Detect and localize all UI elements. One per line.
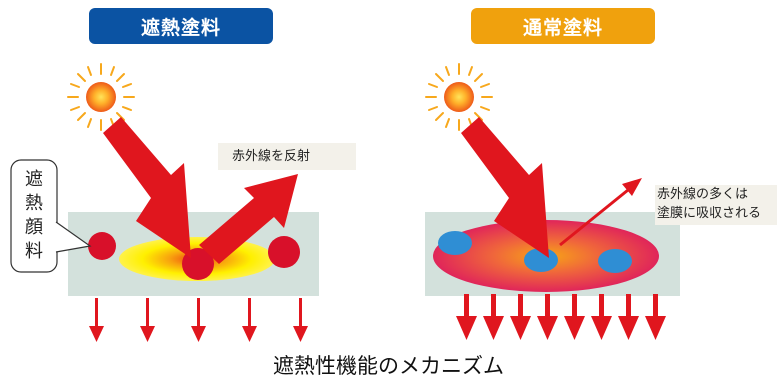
left-reflected-arrow — [199, 174, 298, 264]
down-arrow — [564, 294, 585, 340]
reflect-infrared-note: 赤外線を反射 — [232, 149, 311, 164]
pigment-callout-bubble — [10, 159, 92, 273]
callout-char: 遮 — [25, 169, 43, 190]
pigment-blue-3 — [598, 249, 632, 273]
down-arrow — [483, 294, 504, 340]
callout-char: 顔 — [25, 217, 43, 238]
pigment-callout-label: 遮 熱 顔 料 — [11, 160, 57, 272]
left-heat-arrows — [89, 298, 308, 342]
down-arrow — [242, 298, 257, 342]
callout-char: 料 — [25, 241, 43, 262]
pigment-red-1 — [88, 232, 116, 260]
right-heat-arrows — [456, 294, 666, 340]
left-incoming-arrow — [103, 117, 191, 258]
absorb-infrared-note: 赤外線の多くは 塗膜に吸収される — [655, 185, 777, 225]
absorb-note-line1: 赤外線の多くは — [657, 187, 749, 202]
normal-paint-badge: 通常塗料 — [471, 8, 655, 44]
down-arrow — [645, 294, 666, 340]
pigment-blue-1 — [438, 231, 472, 255]
callout-char: 熱 — [25, 193, 43, 214]
down-arrow — [89, 298, 104, 342]
right-sun-icon — [425, 63, 493, 131]
left-note-box — [218, 143, 356, 170]
absorb-note-line2: 塗膜に吸収される — [657, 206, 762, 221]
right-note-box — [655, 185, 777, 225]
down-arrow — [293, 298, 308, 342]
down-arrow — [191, 298, 206, 342]
right-incoming-arrow — [461, 117, 549, 258]
pigment-red-3 — [268, 236, 300, 268]
pigment-blue-2 — [524, 248, 558, 272]
down-arrow — [140, 298, 155, 342]
heat-shield-paint-badge: 遮熱塗料 — [89, 8, 273, 44]
diagram-caption: 遮熱性機能のメカニズム — [273, 354, 504, 378]
down-arrow — [510, 294, 531, 340]
down-arrow — [618, 294, 639, 340]
down-arrow — [591, 294, 612, 340]
left-sun-icon — [67, 63, 135, 131]
down-arrow — [537, 294, 558, 340]
right-thin-reflected-arrow — [559, 178, 642, 247]
down-arrow — [456, 294, 477, 340]
